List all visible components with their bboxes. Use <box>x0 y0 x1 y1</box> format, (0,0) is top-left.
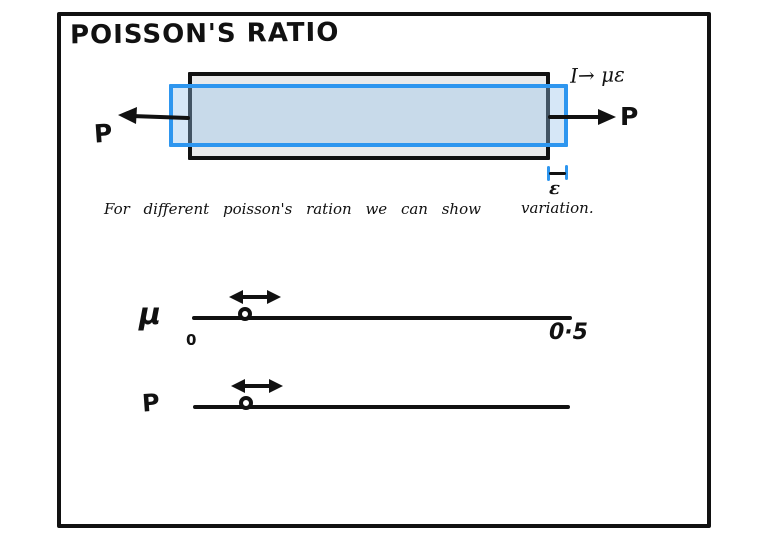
mu-slider-label: μ <box>139 297 162 332</box>
mu-min-label: 0 <box>186 331 197 349</box>
deformed-outline <box>169 84 568 147</box>
mu-max-label: 0·5 <box>549 320 588 345</box>
mu-drag-arrow-icon <box>229 290 281 304</box>
right-force-label: P <box>620 102 639 131</box>
strain-tick-left <box>547 166 550 181</box>
mu-slider-handle[interactable] <box>238 307 252 321</box>
page-title: POISSON'S RATIO <box>69 17 340 51</box>
p-slider-label: P <box>141 388 161 418</box>
caption-variation: variation. <box>521 199 594 217</box>
epsilon-label: ε <box>549 178 560 199</box>
strain-measure-line <box>549 172 566 175</box>
elongation-note: I→ με <box>569 62 626 88</box>
right-force-arrow-icon <box>548 109 616 125</box>
p-slider-handle[interactable] <box>239 396 253 410</box>
mu-slider-track <box>192 316 572 320</box>
strain-tick-right <box>565 165 568 180</box>
p-slider-track <box>193 405 570 409</box>
p-drag-arrow-icon <box>231 379 283 393</box>
left-force-arrow-icon <box>118 107 190 124</box>
left-force-label: P <box>93 118 114 149</box>
caption-text: For different poisson's ration we can sh… <box>104 200 481 218</box>
